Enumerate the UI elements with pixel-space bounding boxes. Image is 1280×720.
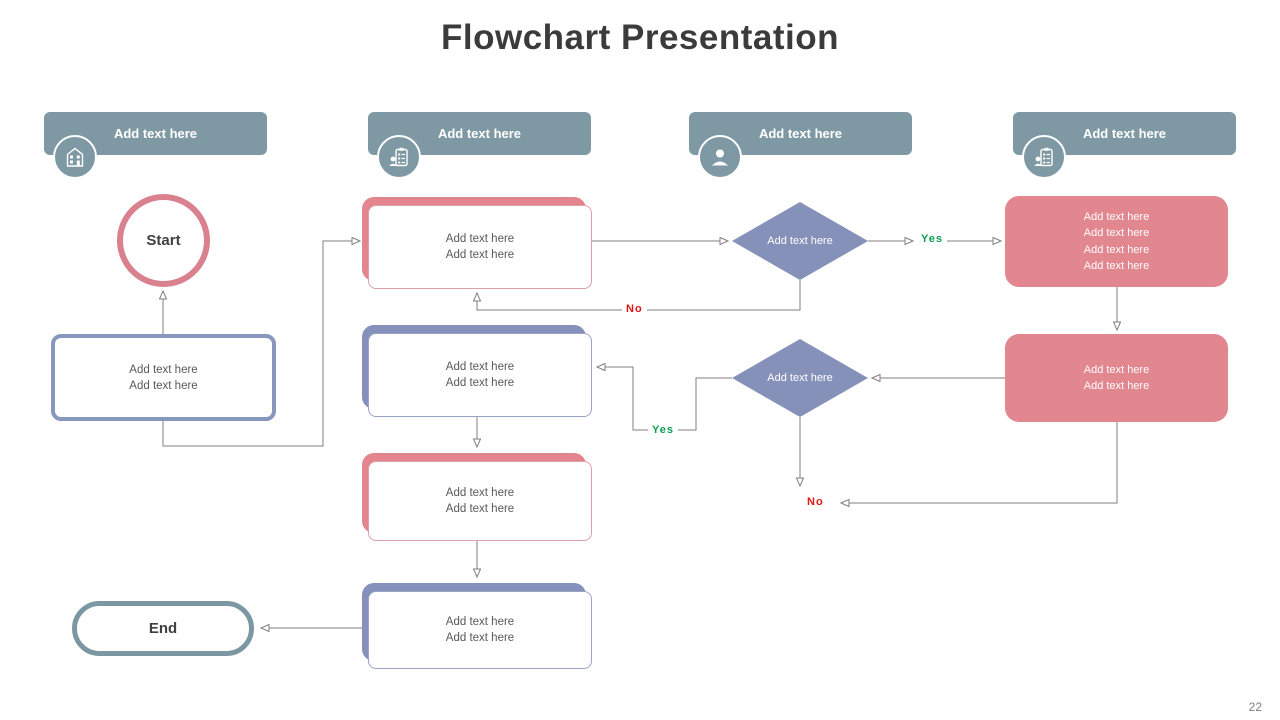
slide-title[interactable]: Flowchart Presentation [440, 18, 840, 57]
no-label-1: No [622, 303, 647, 315]
decision-diamond-2[interactable]: Add text here [732, 339, 868, 417]
process-text-line: Add text here [445, 503, 515, 515]
process-text-line: Add text here [129, 379, 198, 392]
col4-pink-box-1[interactable]: Add text here Add text here Add text her… [1005, 196, 1228, 287]
process-text-line: Add text here [1083, 243, 1150, 256]
person-clipboard-icon [377, 135, 421, 179]
column-header-4[interactable]: Add text here [1013, 112, 1236, 155]
col4-pink-box-2[interactable]: Add text here Add text here [1005, 334, 1228, 422]
process-text-line: Add text here [1083, 260, 1150, 272]
end-node[interactable]: End [72, 601, 254, 656]
process-text-line: Add text here [1083, 227, 1150, 239]
process-text-line: Add text here [129, 363, 198, 376]
building-icon [53, 135, 97, 179]
col2-process-box-3[interactable]: Add text here Add text here [362, 453, 592, 541]
page-number: 22 [1248, 700, 1262, 714]
yes-label-2: Yes [648, 424, 678, 436]
col2-process-box-4[interactable]: Add text here Add text here [362, 583, 592, 669]
process-text-line: Add text here [1083, 210, 1150, 223]
col1-process-box[interactable]: Add text here Add text here [51, 334, 276, 421]
process-text-line: Add text here [445, 249, 515, 261]
process-text-line: Add text here [1083, 363, 1150, 376]
person-icon [698, 135, 742, 179]
process-text-line: Add text here [445, 377, 515, 389]
column-header-2[interactable]: Add text here [368, 112, 591, 155]
yes-label-1: Yes [917, 233, 947, 245]
no-label-2: No [803, 496, 828, 508]
process-text-line: Add text here [445, 616, 515, 628]
end-label: End [148, 620, 178, 637]
process-text-line: Add text here [445, 233, 515, 245]
col2-process-box-1[interactable]: Add text here Add text here [362, 197, 592, 289]
start-label: Start [146, 232, 181, 249]
column-header-3-label: Add text here [758, 126, 843, 141]
column-header-2-label: Add text here [437, 126, 522, 141]
process-text-line: Add text here [1083, 380, 1150, 392]
diamond-1-label: Add text here [767, 235, 833, 247]
start-node[interactable]: Start [117, 194, 210, 287]
person-clipboard-icon [1022, 135, 1066, 179]
process-text-line: Add text here [445, 361, 515, 373]
decision-diamond-1[interactable]: Add text here [732, 202, 868, 280]
column-header-4-label: Add text here [1082, 126, 1167, 141]
col2-process-box-2[interactable]: Add text here Add text here [362, 325, 592, 417]
column-header-1-label: Add text here [113, 126, 198, 141]
process-text-line: Add text here [445, 632, 515, 644]
diamond-2-label: Add text here [767, 372, 833, 384]
process-text-line: Add text here [445, 487, 515, 499]
